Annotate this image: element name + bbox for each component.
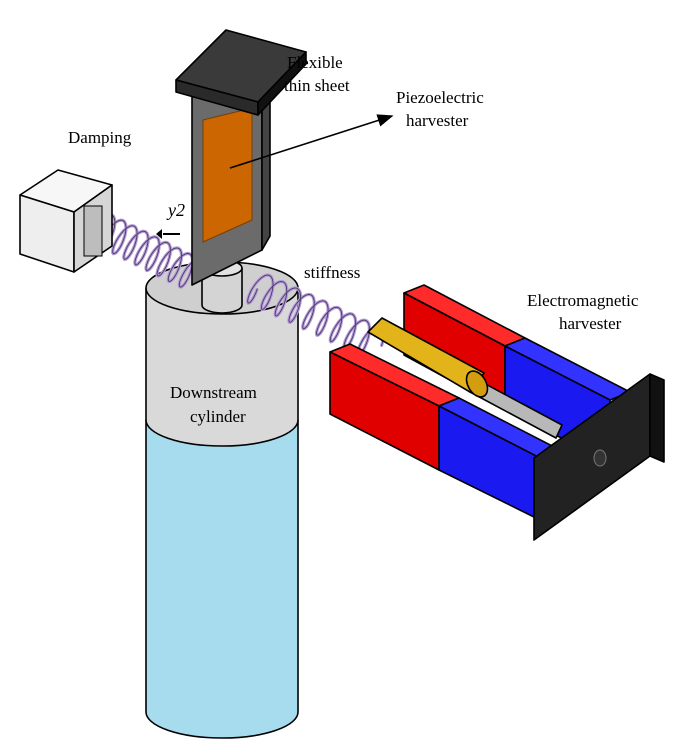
electromagnetic-harvester <box>329 284 665 541</box>
spring-right-outline <box>247 274 384 356</box>
label-em-harvester: harvester <box>559 314 622 333</box>
label-stiffness: stiffness <box>304 263 360 282</box>
label-piezo-harvester: harvester <box>406 111 469 130</box>
label-thin-sheet: thin sheet <box>284 76 350 95</box>
end-plate-hole <box>593 449 607 467</box>
piezo-patch <box>202 107 253 243</box>
label-electromagnetic: Electromagnetic <box>527 291 639 310</box>
downstream-cylinder <box>145 261 299 739</box>
coil-body <box>367 317 485 393</box>
clamp-side-face <box>257 51 307 116</box>
sheet-edge <box>261 99 271 251</box>
label-downstream: Downstream <box>170 383 257 402</box>
label-flexible: Flexible <box>287 53 343 72</box>
end-plate-side <box>649 373 665 463</box>
cylinder-body-lower <box>145 419 299 739</box>
damper-box-opening <box>83 205 103 257</box>
piezo-callout-arrow <box>229 114 394 169</box>
cylinder-body-upper <box>145 287 299 447</box>
y2-direction-marker <box>156 229 180 239</box>
flexible-thin-sheet <box>175 29 307 286</box>
label-piezoelectric: Piezoelectric <box>396 88 484 107</box>
rod-body <box>201 267 243 314</box>
coil-cylinder <box>367 317 489 398</box>
damper-box <box>19 169 113 273</box>
spring-stiffness-side <box>246 273 385 357</box>
label-cylinder: cylinder <box>190 407 246 426</box>
label-y2: y2 <box>166 200 185 220</box>
label-damping: Damping <box>68 128 132 147</box>
coil-end <box>465 370 489 398</box>
